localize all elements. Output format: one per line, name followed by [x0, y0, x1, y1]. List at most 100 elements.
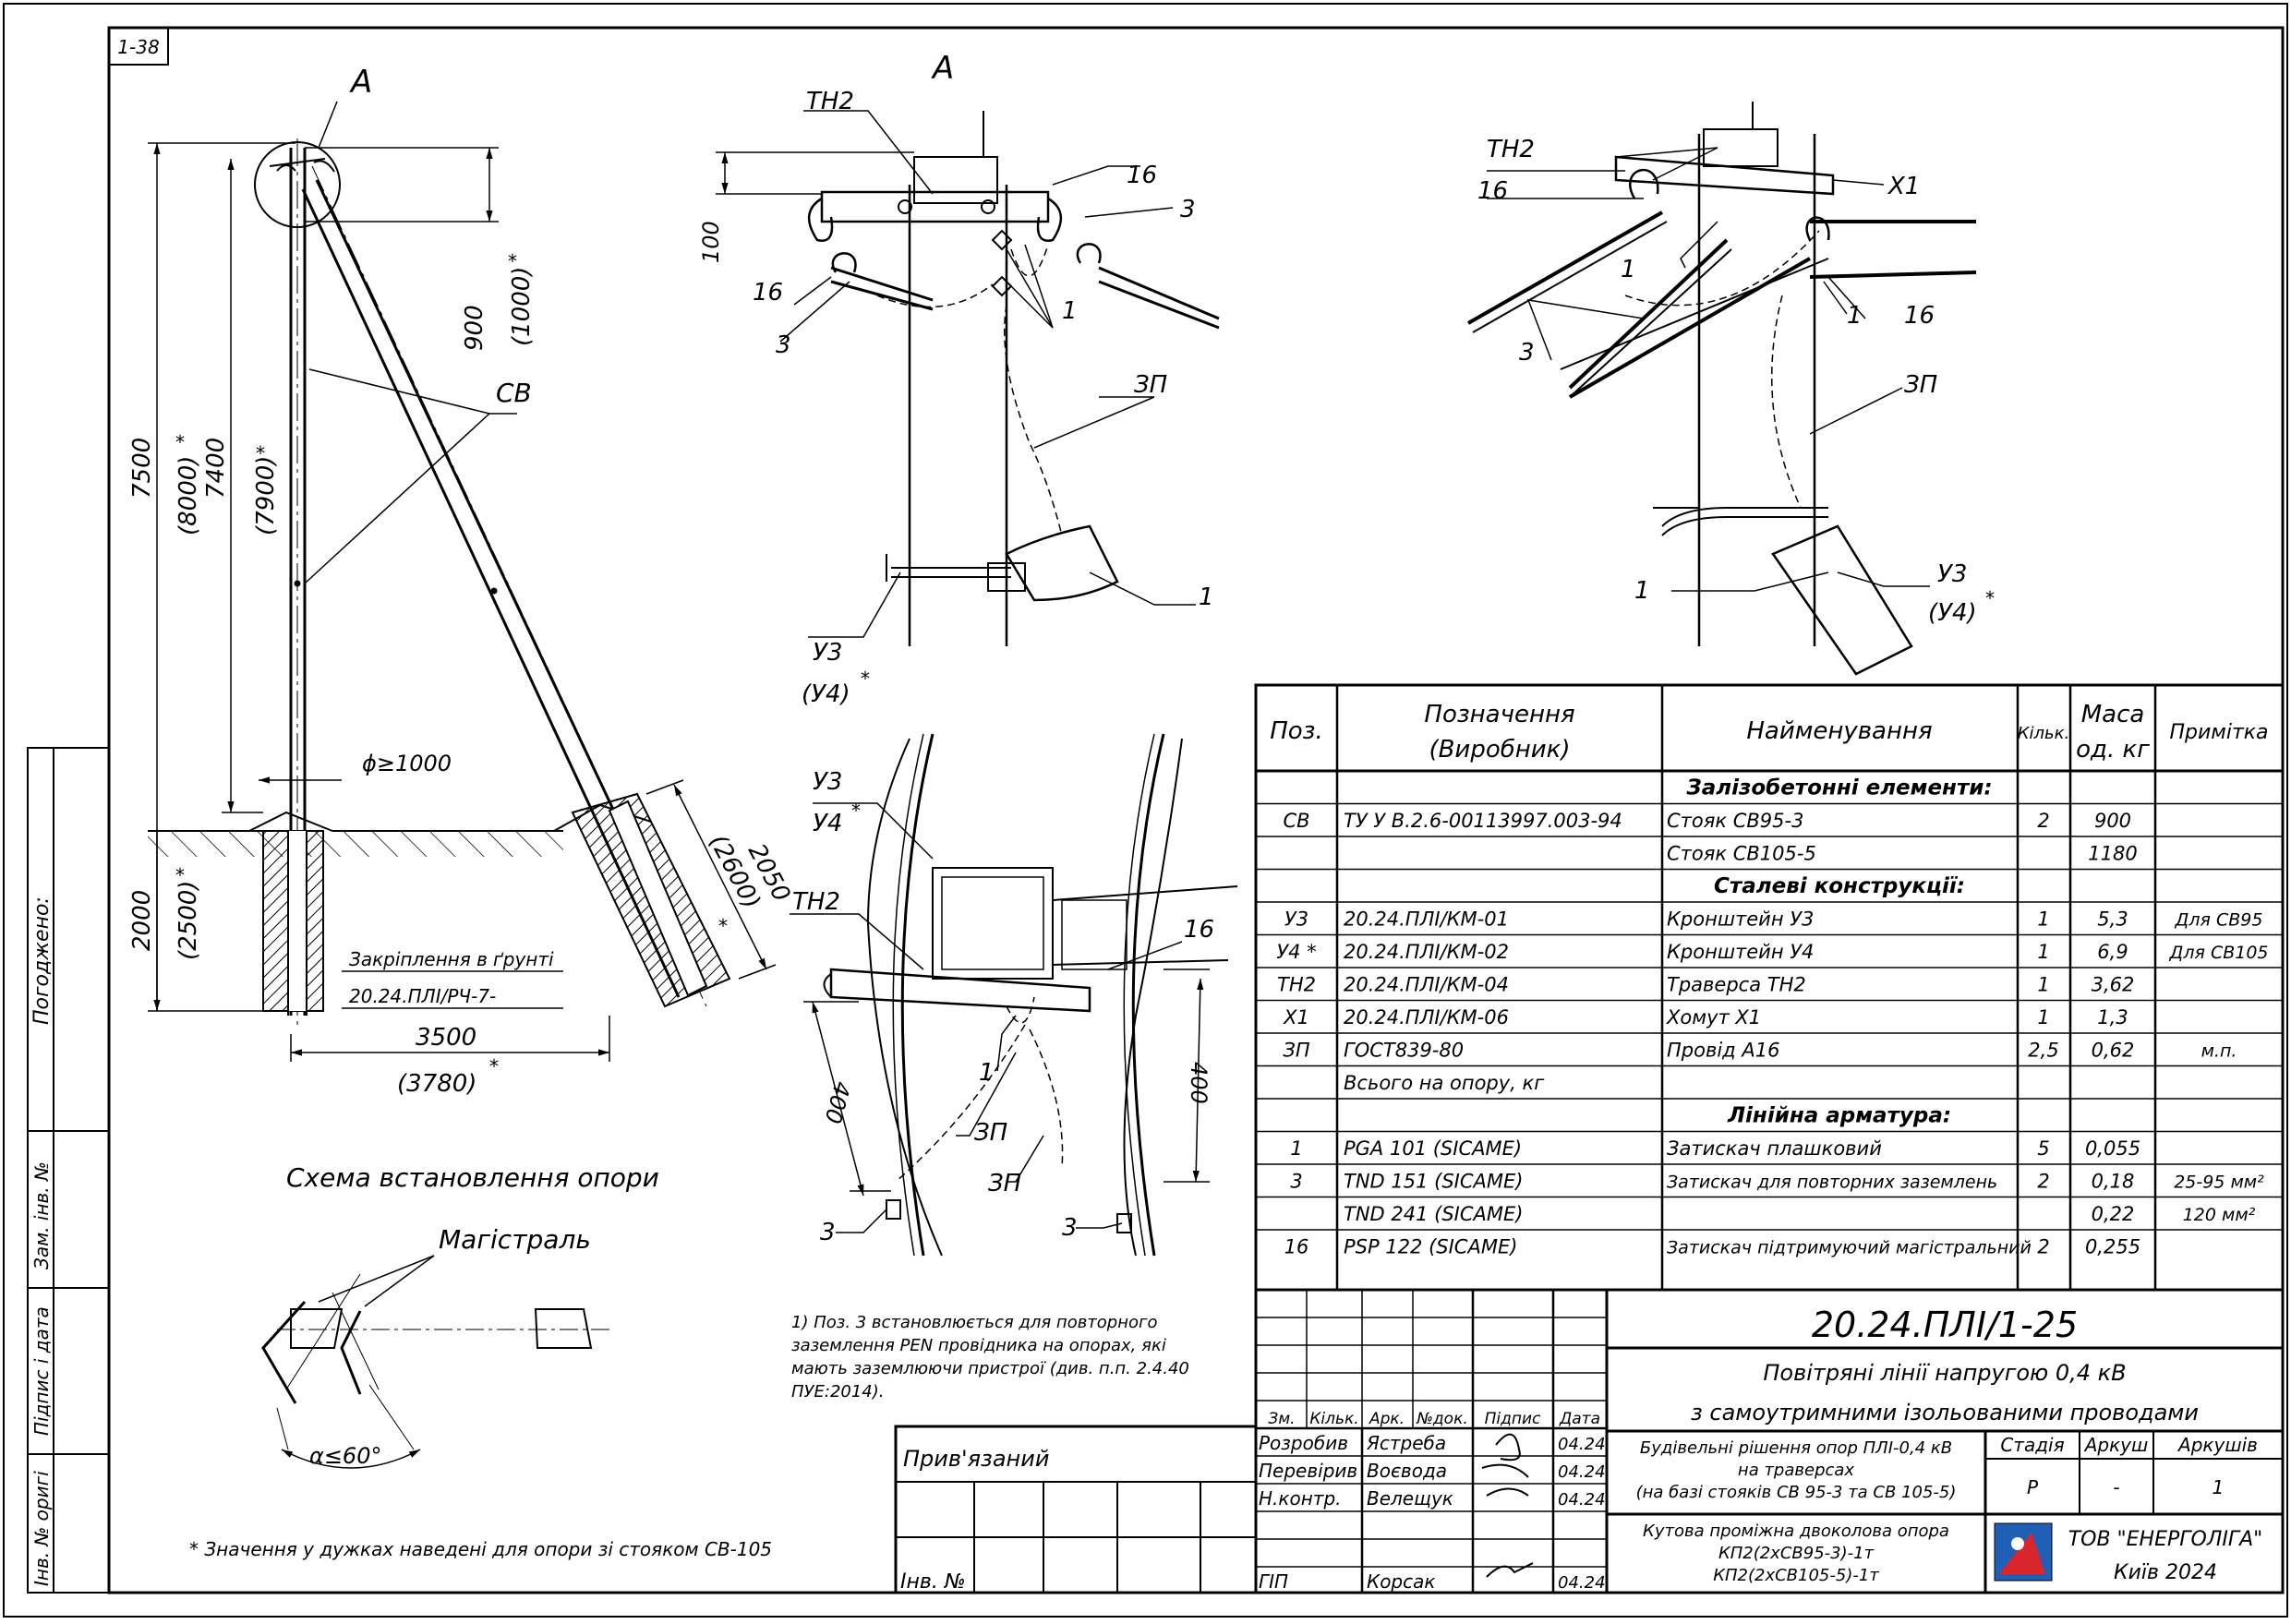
detail-a-100: 100	[698, 221, 724, 263]
view-a-label: А	[349, 64, 372, 101]
dim-stars: * * * * * *	[175, 250, 728, 1077]
iso-16-right: 16	[1904, 302, 1935, 330]
svg-text:КП2(2хСВ105-5)-1т: КП2(2хСВ105-5)-1т	[1713, 1566, 1879, 1585]
spec-cell-qty: 1	[2037, 974, 2049, 996]
inv-label: Інв. №	[900, 1570, 966, 1594]
spec-cell-note: Для СВ95	[2175, 910, 2263, 931]
dim-3500: 3500	[416, 1024, 476, 1052]
spec-cell-name: Траверса ТН2	[1667, 974, 1806, 996]
svg-text:04.24: 04.24	[1558, 1490, 1606, 1510]
spec-cell-name: Кронштейн У3	[1667, 908, 1814, 931]
spec-cell-code: Всього на опору, кг	[1344, 1072, 1545, 1094]
iso-16-left: 16	[1477, 177, 1508, 205]
spec-cell-qty: 2,5	[2028, 1040, 2058, 1062]
spec-cell-mass: 0,055	[2085, 1137, 2140, 1160]
dim-7400: 7400	[202, 438, 230, 499]
dim-1000: (1000)	[508, 267, 536, 346]
plan-zp-left: ЗП	[974, 1119, 1007, 1147]
detail-a-zp: ЗП	[1134, 371, 1167, 399]
footnote-star: * Значення у дужках наведені для опори з…	[189, 1538, 772, 1560]
plan-view	[803, 733, 1238, 1257]
svg-text:Будівельні рішення опор ПЛІ-0,: Будівельні рішення опор ПЛІ-0,4 кВ	[1640, 1438, 1952, 1458]
dim-phi: ϕ≥1000	[362, 751, 452, 776]
iso-view	[1467, 102, 1977, 676]
dim-2000: 2000	[128, 890, 156, 951]
plan-u4: У4	[813, 810, 842, 837]
pole-elevation	[148, 138, 731, 1025]
detail-a-3-left: 3	[776, 331, 791, 359]
anchoring-doc: 20.24.ПЛІ/РЧ-7-	[349, 985, 496, 1007]
svg-text:Кутова проміжна двоколова опор: Кутова проміжна двоколова опора	[1643, 1522, 1949, 1541]
spec-cell-code: ТУ У В.2.6-00113997.003-94	[1344, 810, 1622, 832]
spec-cell-name: Хомут Х1	[1666, 1006, 1761, 1029]
spec-header: Поз. Позначення (Виробник) Найменування …	[1270, 701, 2268, 764]
spec-cell-code: 20.24.ПЛІ/КМ-02	[1344, 941, 1509, 963]
spec-cell-qty: 1	[2037, 908, 2049, 931]
spec-cell-pos: СВ	[1283, 810, 1309, 832]
spec-cell-pos: 1	[1290, 1137, 1302, 1160]
svg-text:04.24: 04.24	[1558, 1573, 1606, 1593]
spec-cell-note: 25-95 мм²	[2174, 1173, 2264, 1193]
spec-cell-qty: 1	[2037, 941, 2049, 963]
dim-900: 900	[461, 305, 488, 351]
svg-text:*: *	[175, 431, 185, 453]
plan-1: 1	[979, 1059, 995, 1087]
dim-3780: (3780)	[397, 1070, 476, 1098]
spec-cell-mass: 0,255	[2085, 1236, 2140, 1258]
detail-a	[716, 111, 1220, 646]
side-stamp-replaced-inv: Зам. інв. №	[30, 1161, 53, 1269]
callout-cv: СВ	[496, 378, 532, 408]
svg-text:Аркуш: Аркуш	[2083, 1434, 2149, 1456]
title-people: Розробив Ястреба 04.24 Перевірив Воєвода…	[1259, 1432, 1606, 1593]
iso-x1: Х1	[1887, 173, 1920, 200]
spec-cell-mass: 1180	[2088, 843, 2137, 865]
side-stamp-agreed: Погоджено:	[30, 896, 54, 1025]
spec-cell-code: 20.24.ПЛІ/КМ-04	[1344, 974, 1509, 996]
spec-cell-pos: 16	[1284, 1236, 1309, 1258]
svg-text:Дата: Дата	[1559, 1410, 1600, 1428]
svg-text:Кільк.: Кільк.	[1309, 1410, 1358, 1428]
notes: 1) Поз. 3 встановлюється для повторного …	[791, 1313, 1189, 1401]
detail-a-3-right: 3	[1180, 196, 1196, 223]
svg-text:на траверсах: на траверсах	[1738, 1461, 1854, 1480]
mainline-label: Магістраль	[439, 1224, 591, 1255]
iso-u4: (У4)	[1928, 599, 1977, 627]
spec-cell-name: Кронштейн У4	[1667, 941, 1814, 963]
detail-a-1-bottom: 1	[1199, 583, 1214, 611]
angle-label: α≤60°	[309, 1443, 381, 1469]
company-logo-icon	[1994, 1522, 2053, 1582]
sheet-number: 1-38	[117, 36, 159, 58]
spec-section-title: Залізобетонні елементи:	[1685, 776, 1992, 800]
spec-cell-name: Затискач плашковий	[1667, 1137, 1882, 1160]
side-stamp-orig-inv: Інв. № оригі	[30, 1471, 53, 1586]
svg-text:1: 1	[2213, 1476, 2225, 1498]
svg-text:04.24: 04.24	[1558, 1435, 1606, 1454]
iso-1-right: 1	[1847, 302, 1863, 330]
svg-text:1) Поз. 3 встановлюється для п: 1) Поз. 3 встановлюється для повторного	[791, 1313, 1157, 1332]
svg-text:№док.: №док.	[1416, 1410, 1468, 1428]
plan-16: 16	[1184, 916, 1214, 944]
spec-cell-pos: У4 *	[1276, 941, 1316, 963]
plan-3-left: 3	[820, 1219, 836, 1246]
detail-a-16-left: 16	[753, 279, 783, 307]
svg-text:Корсак: Корсак	[1367, 1570, 1435, 1593]
svg-text:ГІП: ГІП	[1259, 1570, 1288, 1593]
spec-section-title: Сталеві конструкції:	[1714, 874, 1965, 898]
spec-cell-mass: 0,62	[2092, 1040, 2135, 1062]
spec-cell-code: PGA 101 (SICAME)	[1344, 1137, 1522, 1160]
spec-cell-code: 20.24.ПЛІ/КМ-06	[1344, 1006, 1509, 1029]
svg-text:Воєвода: Воєвода	[1367, 1460, 1447, 1482]
spec-cell-name: Затискач для повторних заземлень	[1667, 1173, 1997, 1193]
svg-text:ПУЕ:2014).: ПУЕ:2014).	[791, 1382, 885, 1401]
spec-cell-pos: ТН2	[1277, 974, 1316, 996]
sheet-title: Будівельні рішення опор ПЛІ-0,4 кВ на тр…	[1636, 1438, 1957, 1502]
company-city: Київ 2024	[2114, 1561, 2217, 1584]
svg-text:Арк.: Арк.	[1369, 1410, 1405, 1428]
svg-text:мають заземлюючи пристрої (див: мають заземлюючи пристрої (див. п.п. 2.4…	[791, 1359, 1189, 1378]
scheme-title: Схема встановлення опори	[286, 1162, 659, 1193]
spec-cell-name: Затискач підтримуючий магістральний	[1667, 1238, 2032, 1258]
title-col-headers: Зм. Кільк. Арк. №док. Підпис Дата	[1268, 1410, 1600, 1428]
dim-8000: (8000)	[175, 456, 202, 535]
spec-cell-qty: 2	[2037, 810, 2049, 832]
spec-cell-mass: 900	[2094, 810, 2131, 832]
